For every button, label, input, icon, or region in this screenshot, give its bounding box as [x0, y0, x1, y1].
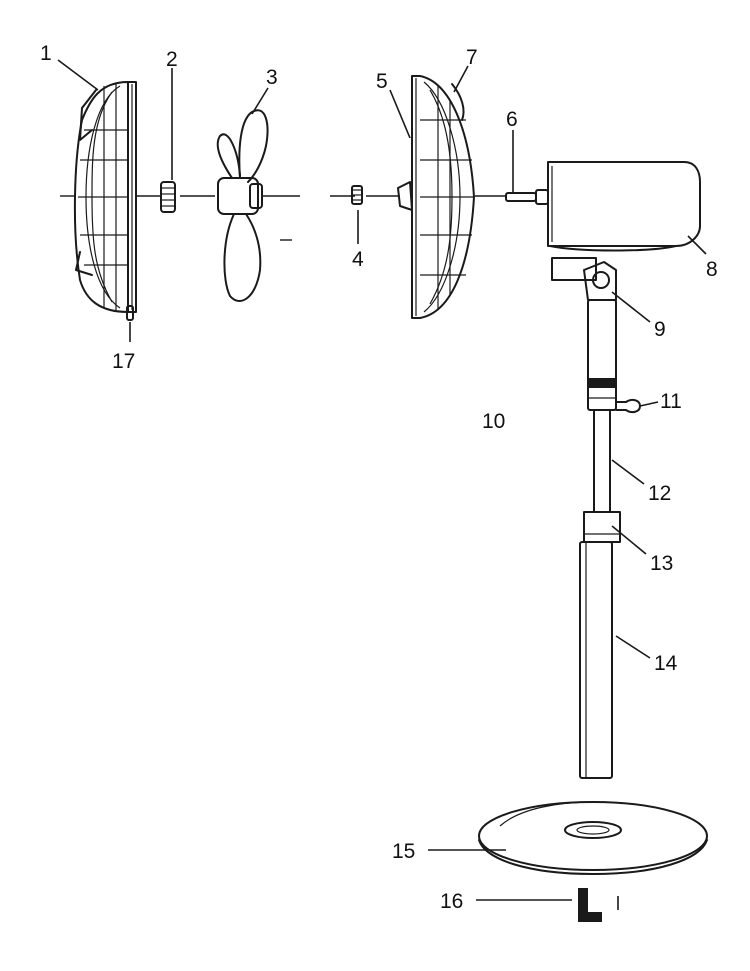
pole-collar — [583, 511, 621, 543]
label-2: 2 — [166, 48, 178, 71]
assembly-axis — [60, 195, 505, 241]
lower-tube — [579, 541, 613, 779]
label-4: 4 — [352, 248, 364, 271]
upper-tube — [587, 299, 617, 411]
motor-housing — [547, 161, 701, 252]
label-6: 6 — [506, 108, 518, 131]
label-8: 8 — [706, 258, 718, 281]
tilt-joint — [551, 257, 617, 301]
label-1: 1 — [40, 42, 52, 65]
label-16: 16 — [440, 890, 463, 913]
grille-clip — [126, 305, 134, 321]
label-5: 5 — [376, 70, 388, 93]
label-14: 14 — [654, 652, 678, 675]
rear-grille — [397, 75, 475, 319]
height-adjust-knob — [615, 398, 641, 414]
label-15: 15 — [392, 840, 415, 863]
label-10: 10 — [482, 410, 505, 433]
label-13: 13 — [650, 552, 673, 575]
inner-pole — [593, 409, 611, 513]
label-17: 17 — [112, 350, 135, 373]
label-12: 12 — [648, 482, 671, 505]
label-11: 11 — [660, 390, 682, 413]
base-screw — [578, 888, 619, 922]
spinner-nut — [160, 181, 176, 213]
locking-nut — [351, 185, 363, 205]
front-grille — [73, 81, 137, 313]
label-9: 9 — [654, 318, 666, 341]
label-7: 7 — [466, 46, 478, 69]
leader-lines — [57, 59, 707, 901]
fan-blade — [216, 109, 269, 302]
round-base — [478, 801, 708, 875]
label-3: 3 — [266, 66, 278, 89]
